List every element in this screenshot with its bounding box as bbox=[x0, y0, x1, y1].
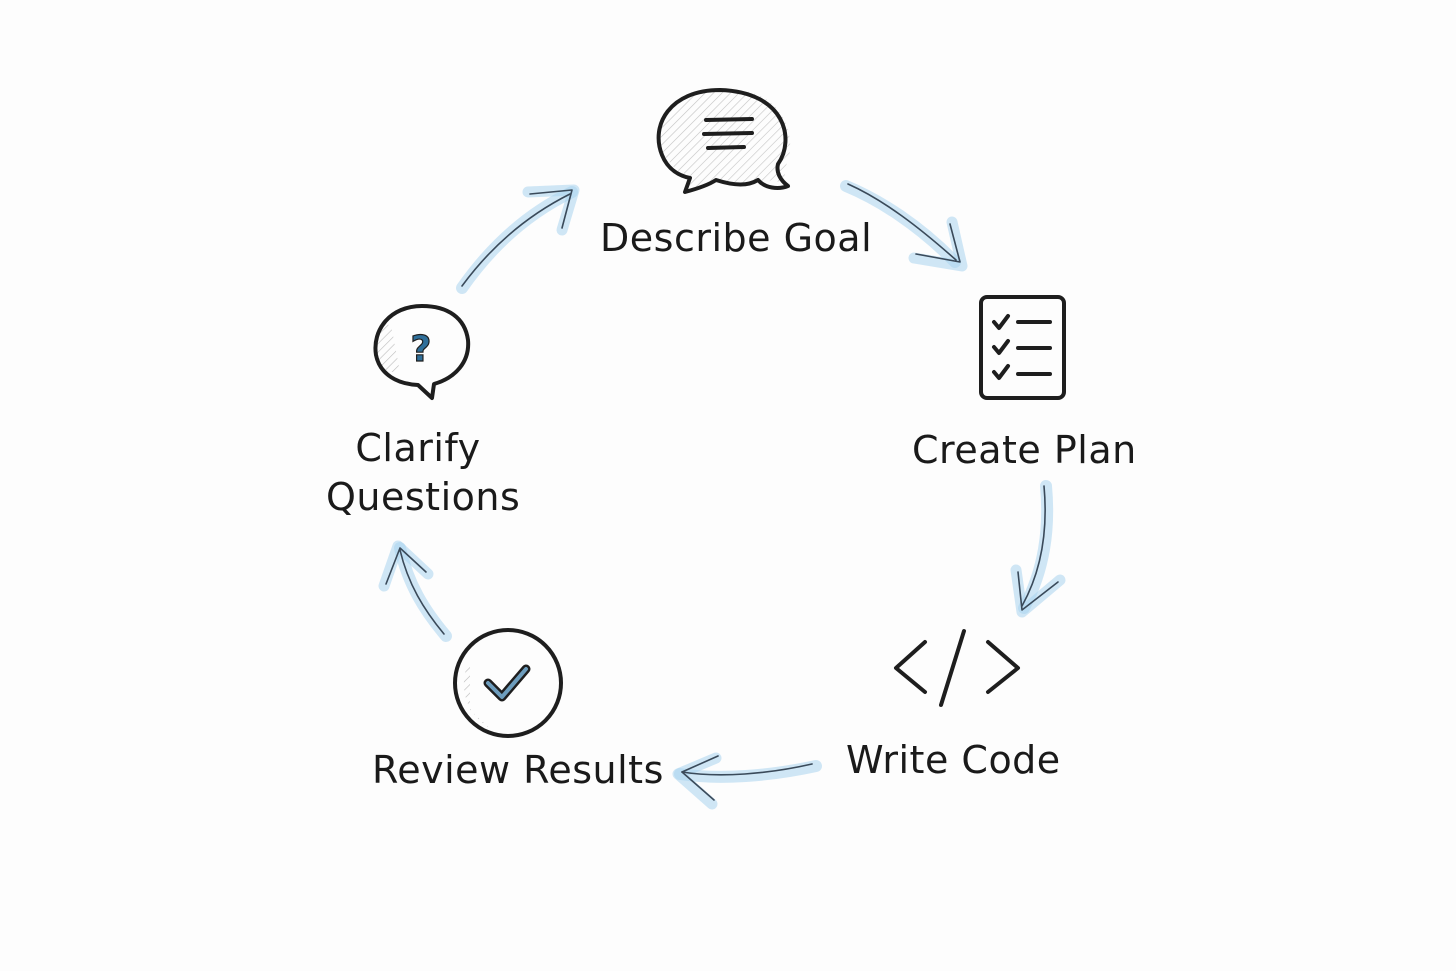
step-label-clarify-line1: Clarify bbox=[355, 426, 481, 470]
svg-text:?: ? bbox=[411, 329, 432, 370]
step-label-create-plan: Create Plan bbox=[912, 428, 1137, 472]
step-label-clarify-questions: Clarify Questions bbox=[326, 424, 521, 523]
question-bubble-icon: ? bbox=[373, 304, 471, 400]
arrow-goal-to-plan bbox=[840, 180, 968, 272]
arrow-review-to-clarify bbox=[378, 540, 452, 642]
speech-bubble-icon bbox=[656, 88, 791, 194]
checklist-icon bbox=[979, 295, 1066, 400]
arrow-plan-to-code bbox=[1010, 480, 1066, 618]
code-brackets-icon bbox=[894, 629, 1020, 707]
step-label-write-code: Write Code bbox=[846, 738, 1061, 782]
arrow-clarify-to-goal bbox=[456, 184, 580, 294]
arrow-code-to-review bbox=[672, 752, 822, 810]
check-circle-icon bbox=[453, 628, 563, 738]
step-label-review-results: Review Results bbox=[372, 748, 664, 792]
step-label-describe-goal: Describe Goal bbox=[600, 216, 873, 260]
step-label-clarify-line2: Questions bbox=[326, 475, 521, 520]
